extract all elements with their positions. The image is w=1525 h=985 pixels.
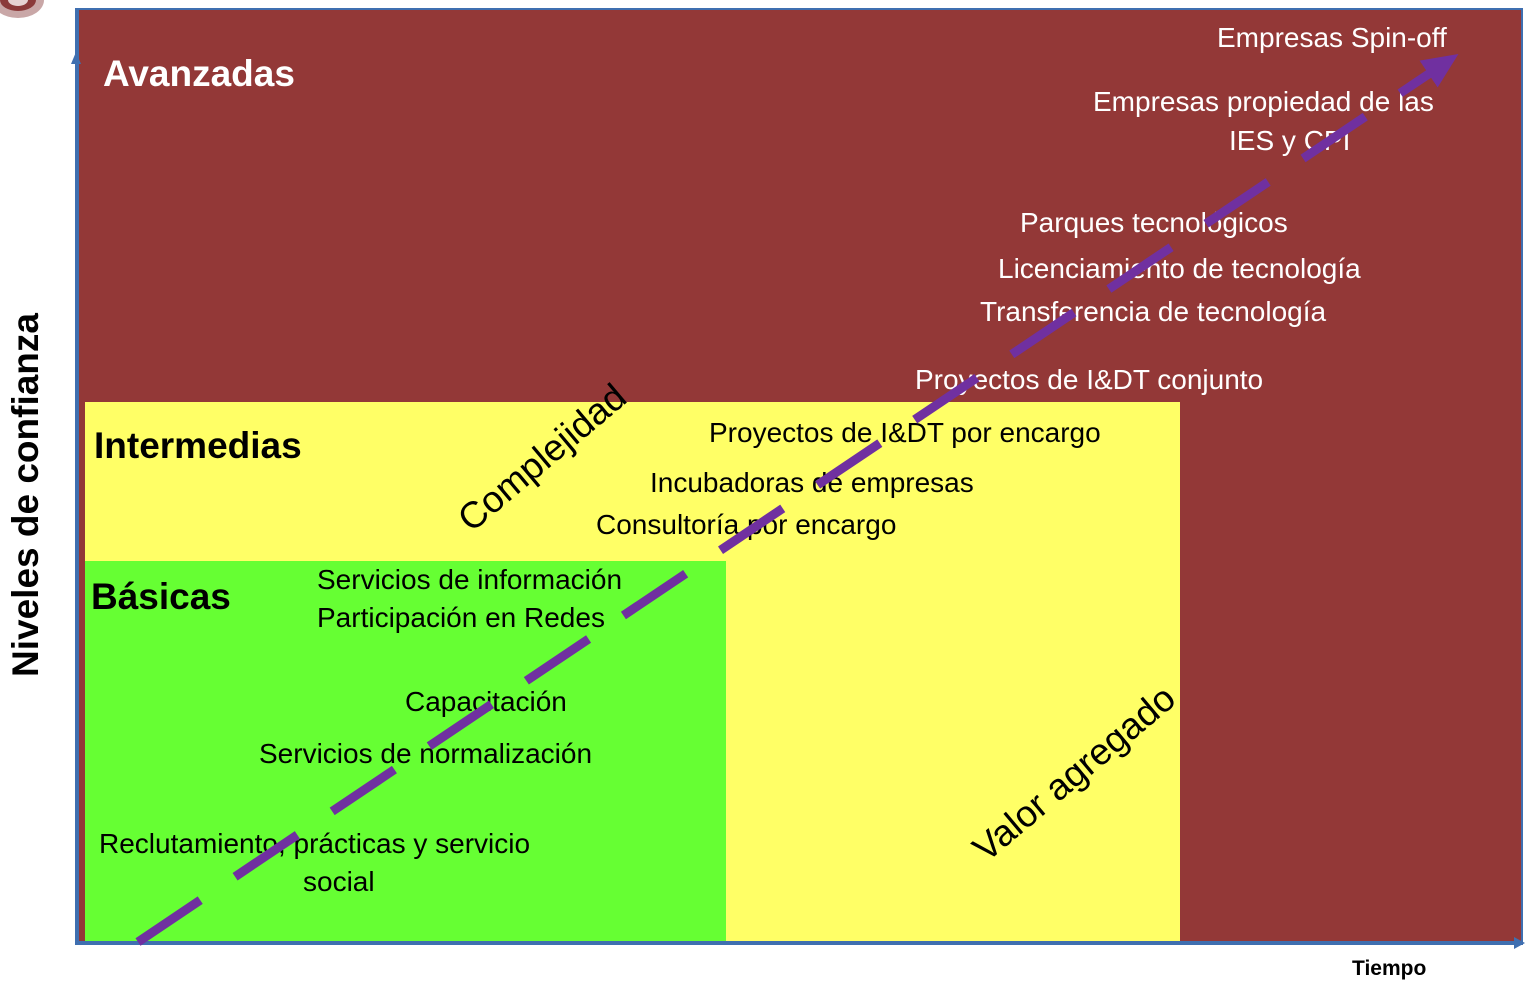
item-transferencia: Transferencia de tecnología — [980, 296, 1327, 327]
item-reclutamiento: Reclutamiento, prácticas y servicio — [99, 828, 531, 859]
zone-title-intermedias: Intermedias — [94, 425, 302, 466]
item-licenciamiento: Licenciamiento de tecnología — [998, 253, 1361, 284]
item-proyectos-encargo: Proyectos de I&DT por encargo — [709, 417, 1101, 448]
x-axis-label: Tiempo — [1352, 957, 1427, 980]
item-parques-tecnologicos: Parques tecnológicos — [1020, 207, 1288, 238]
zone-title-basicas: Básicas — [91, 576, 231, 617]
logo-icon — [0, 0, 44, 22]
item-servicios-normalizacion: Servicios de normalización — [259, 738, 593, 769]
zone-title-avanzadas: Avanzadas — [103, 53, 295, 94]
item-empresas-spin-off: Empresas Spin-off — [1217, 22, 1447, 53]
x-axis-arrow-icon — [1514, 937, 1525, 949]
item-social: social — [303, 866, 375, 897]
item-empresas-propiedad: Empresas propiedad de las — [1093, 86, 1434, 117]
item-participacion-redes: Participación en Redes — [317, 602, 605, 633]
item-ies-cpi: IES y CPI — [1229, 125, 1351, 156]
item-consultoria: Consultoría por encargo — [596, 509, 897, 540]
item-servicios-informacion: Servicios de información — [317, 564, 623, 595]
item-proyectos-conjunto: Proyectos de I&DT conjunto — [915, 364, 1264, 395]
y-axis-arrow-icon — [71, 52, 81, 64]
item-capacitacion: Capacitación — [405, 686, 567, 717]
item-incubadoras: Incubadoras de empresas — [650, 467, 974, 498]
